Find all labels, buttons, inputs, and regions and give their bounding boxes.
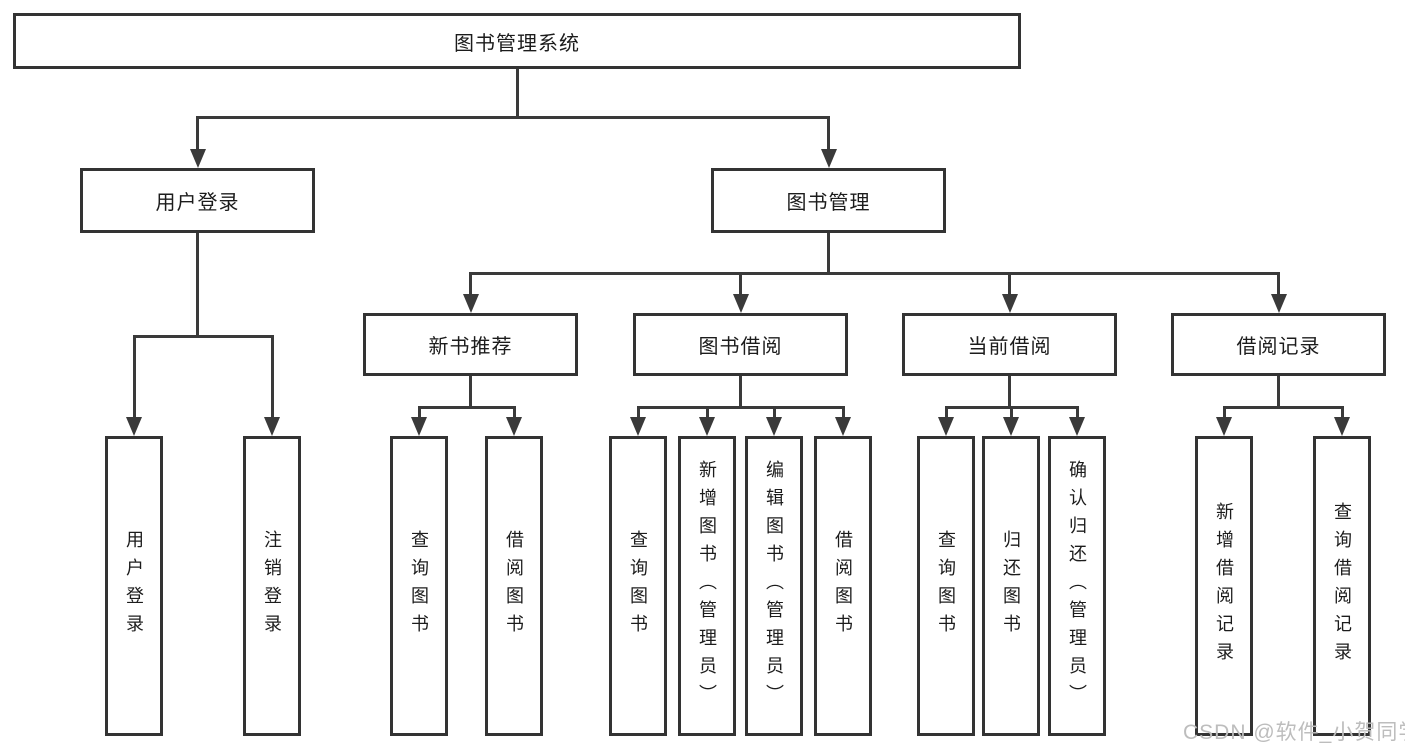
leaf-current-confirm: 确认归还（管理员） — [1048, 436, 1106, 736]
node-root: 图书管理系统 — [13, 13, 1021, 69]
connector-line — [945, 406, 948, 420]
connector-line — [739, 374, 742, 408]
leaf-label: 归还图书 — [1001, 530, 1021, 642]
leaf-user-login: 用户登录 — [105, 436, 163, 736]
node-current-borrow: 当前借阅 — [902, 313, 1117, 376]
leaf-borrow-edit: 编辑图书（管理员） — [745, 436, 803, 736]
node-new-book: 新书推荐 — [363, 313, 578, 376]
leaf-label: 借阅图书 — [504, 530, 524, 642]
leaf-borrow-query: 查询图书 — [609, 436, 667, 736]
arrowhead-icon — [630, 417, 646, 436]
connector-line — [1008, 374, 1011, 408]
leaf-label: 查询借阅记录 — [1332, 502, 1352, 670]
leaf-newbook-borrow: 借阅图书 — [485, 436, 543, 736]
connector-line — [196, 116, 830, 119]
connector-line — [773, 406, 776, 420]
arrowhead-icon — [190, 149, 206, 168]
arrowhead-icon — [1002, 294, 1018, 313]
connector-line — [842, 406, 845, 420]
connector-line — [637, 406, 845, 409]
arrowhead-icon — [1003, 417, 1019, 436]
connector-line — [271, 335, 274, 419]
connector-line — [1008, 272, 1011, 296]
leaf-logout: 注销登录 — [243, 436, 301, 736]
arrowhead-icon — [1069, 417, 1085, 436]
connector-line — [1076, 406, 1079, 420]
node-book-management: 图书管理 — [711, 168, 946, 233]
arrowhead-icon — [699, 417, 715, 436]
arrowhead-icon — [126, 417, 142, 436]
leaf-current-query: 查询图书 — [917, 436, 975, 736]
arrowhead-icon — [1334, 417, 1350, 436]
arrowhead-icon — [1216, 417, 1232, 436]
arrowhead-icon — [463, 294, 479, 313]
connector-line — [1277, 374, 1280, 408]
leaf-label: 查询图书 — [936, 530, 956, 642]
arrowhead-icon — [733, 294, 749, 313]
leaf-label: 借阅图书 — [833, 530, 853, 642]
leaf-borrow-borrow: 借阅图书 — [814, 436, 872, 736]
node-borrow-record: 借阅记录 — [1171, 313, 1386, 376]
connector-line — [1341, 406, 1344, 420]
leaf-label: 查询图书 — [628, 530, 648, 642]
connector-line — [1223, 406, 1344, 409]
leaf-label: 查询图书 — [409, 530, 429, 642]
arrowhead-icon — [766, 417, 782, 436]
leaf-borrow-add: 新增图书（管理员） — [678, 436, 736, 736]
connector-line — [1010, 406, 1013, 420]
leaf-record-query: 查询借阅记录 — [1313, 436, 1371, 736]
connector-line — [637, 406, 640, 420]
leaf-newbook-query: 查询图书 — [390, 436, 448, 736]
connector-line — [196, 116, 199, 150]
leaf-label: 用户登录 — [124, 530, 144, 642]
connector-line — [418, 406, 421, 420]
leaf-current-return: 归还图书 — [982, 436, 1040, 736]
arrowhead-icon — [264, 417, 280, 436]
connector-line — [827, 116, 830, 150]
leaf-label: 注销登录 — [262, 530, 282, 642]
arrowhead-icon — [506, 417, 522, 436]
node-user-login: 用户登录 — [80, 168, 315, 233]
connector-line — [418, 406, 516, 409]
connector-line — [469, 272, 472, 296]
connector-line — [196, 231, 199, 336]
node-book-borrow: 图书借阅 — [633, 313, 848, 376]
arrowhead-icon — [938, 417, 954, 436]
arrowhead-icon — [821, 149, 837, 168]
connector-line — [706, 406, 709, 420]
leaf-label: 确认归还（管理员） — [1067, 460, 1087, 712]
connector-line — [516, 69, 519, 117]
arrowhead-icon — [411, 417, 427, 436]
connector-line — [469, 272, 1280, 275]
connector-line — [1277, 272, 1280, 296]
arrowhead-icon — [835, 417, 851, 436]
connector-line — [513, 406, 516, 420]
connector-line — [133, 335, 136, 419]
connector-line — [739, 272, 742, 296]
connector-line — [133, 335, 274, 338]
leaf-label: 编辑图书（管理员） — [764, 460, 784, 712]
leaf-label: 新增图书（管理员） — [697, 460, 717, 712]
arrowhead-icon — [1271, 294, 1287, 313]
connector-line — [1223, 406, 1226, 420]
connector-line — [827, 231, 830, 274]
leaf-record-add: 新增借阅记录 — [1195, 436, 1253, 736]
watermark: CSDN @软件_小贺同学 — [1183, 721, 1405, 744]
leaf-label: 新增借阅记录 — [1214, 502, 1234, 670]
connector-line — [469, 374, 472, 408]
